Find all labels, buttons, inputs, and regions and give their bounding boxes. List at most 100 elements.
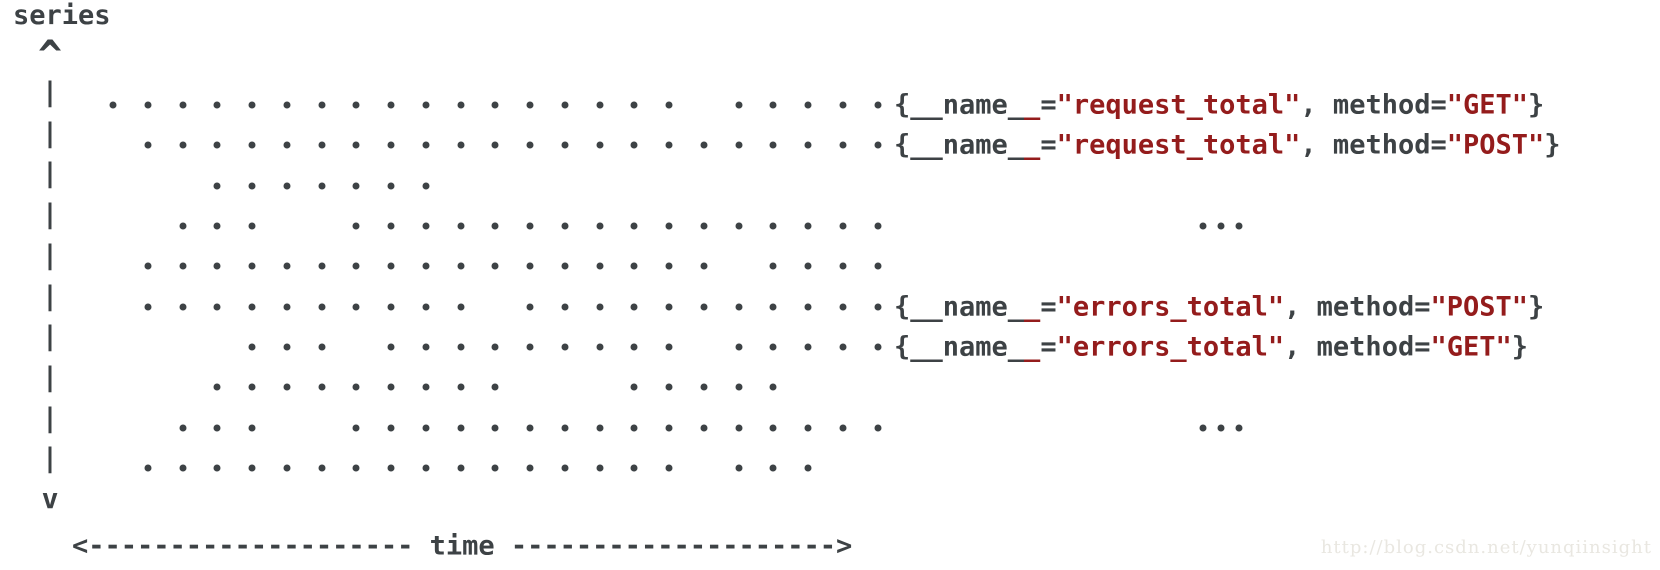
data-point (457, 343, 464, 351)
data-point (457, 303, 464, 311)
data-point (491, 101, 499, 109)
data-point (804, 303, 812, 311)
data-point (352, 464, 360, 472)
data-point (769, 101, 777, 109)
label-segment: _ (1024, 89, 1041, 121)
data-point (769, 424, 777, 432)
data-point (457, 222, 464, 230)
data-point (630, 141, 638, 149)
data-point (283, 303, 291, 311)
axis-caret-down: v (41, 482, 59, 515)
axis-dash: | (41, 158, 59, 190)
data-point (839, 222, 847, 230)
data-point (526, 303, 534, 311)
data-point (387, 343, 395, 351)
data-point (387, 182, 395, 190)
data-point (248, 101, 256, 109)
data-point (735, 222, 742, 230)
data-point (491, 262, 499, 270)
series-axis-label: series (13, 0, 111, 31)
data-point (318, 262, 325, 270)
data-point (457, 101, 464, 109)
data-point (630, 262, 638, 270)
data-point (387, 141, 395, 149)
data-point (700, 262, 708, 270)
data-point (422, 182, 430, 190)
data-point (769, 343, 777, 351)
data-point (318, 343, 325, 351)
data-point (596, 141, 603, 149)
data-point (839, 141, 847, 149)
data-point (804, 464, 812, 472)
data-point (491, 141, 499, 149)
data-point (630, 424, 638, 432)
data-point (213, 303, 221, 311)
data-point (665, 222, 673, 230)
data-point (665, 383, 673, 391)
ellipsis-dot (1235, 424, 1243, 432)
data-point (422, 464, 430, 472)
data-point (630, 101, 638, 109)
data-point (596, 262, 603, 270)
axis-caret-up: ^ (37, 33, 63, 79)
data-point (422, 424, 430, 432)
data-point (283, 182, 291, 190)
data-point (457, 141, 464, 149)
data-point (874, 343, 881, 351)
data-point (700, 303, 708, 311)
label-segment: , method= (1284, 331, 1431, 363)
data-point (491, 222, 499, 230)
data-point (422, 222, 430, 230)
data-point (352, 424, 360, 432)
data-point (422, 383, 430, 391)
data-point (561, 222, 569, 230)
data-point (769, 464, 777, 472)
label-segment: _ (1024, 129, 1041, 161)
data-point (422, 141, 430, 149)
data-point (387, 101, 395, 109)
data-point (213, 222, 221, 230)
label-segment: {__name_ (894, 291, 1025, 323)
label-segment: _ (1024, 331, 1041, 363)
data-point (596, 101, 603, 109)
data-point (839, 101, 847, 109)
data-point (596, 464, 603, 472)
data-point (387, 424, 395, 432)
data-point (248, 464, 256, 472)
label-segment: "request_total" (1056, 89, 1301, 121)
data-point (248, 182, 256, 190)
data-point (665, 424, 673, 432)
data-point (561, 464, 569, 472)
data-point (596, 343, 603, 351)
label-segment: } (1544, 129, 1561, 161)
data-point (248, 222, 256, 230)
data-point (561, 141, 569, 149)
axis-dash: | (41, 117, 59, 149)
axis-dash: | (41, 361, 59, 393)
data-point (491, 464, 499, 472)
data-point (874, 262, 881, 270)
data-point (457, 383, 464, 391)
label-segment: {__name_ (894, 129, 1025, 161)
data-point (109, 101, 117, 109)
axis-dash: | (41, 402, 59, 434)
data-point (318, 101, 325, 109)
series-label-errors_total-GET: {__name__="errors_total", method="GET"} (894, 332, 1528, 363)
series-label-request_total-GET: {__name__="request_total", method="GET"} (894, 90, 1544, 121)
axis-dash: | (41, 239, 59, 271)
label-segment: "GET" (1446, 89, 1529, 121)
label-segment: {__name_ (894, 89, 1025, 121)
data-point (491, 343, 499, 351)
data-point (874, 141, 881, 149)
label-segment: = (1040, 291, 1057, 323)
data-point (491, 424, 499, 432)
data-point (352, 383, 360, 391)
data-point (561, 101, 569, 109)
data-point (630, 464, 638, 472)
data-point (526, 141, 534, 149)
data-point (874, 222, 881, 230)
data-point (283, 464, 291, 472)
data-point (213, 101, 221, 109)
data-point (457, 262, 464, 270)
